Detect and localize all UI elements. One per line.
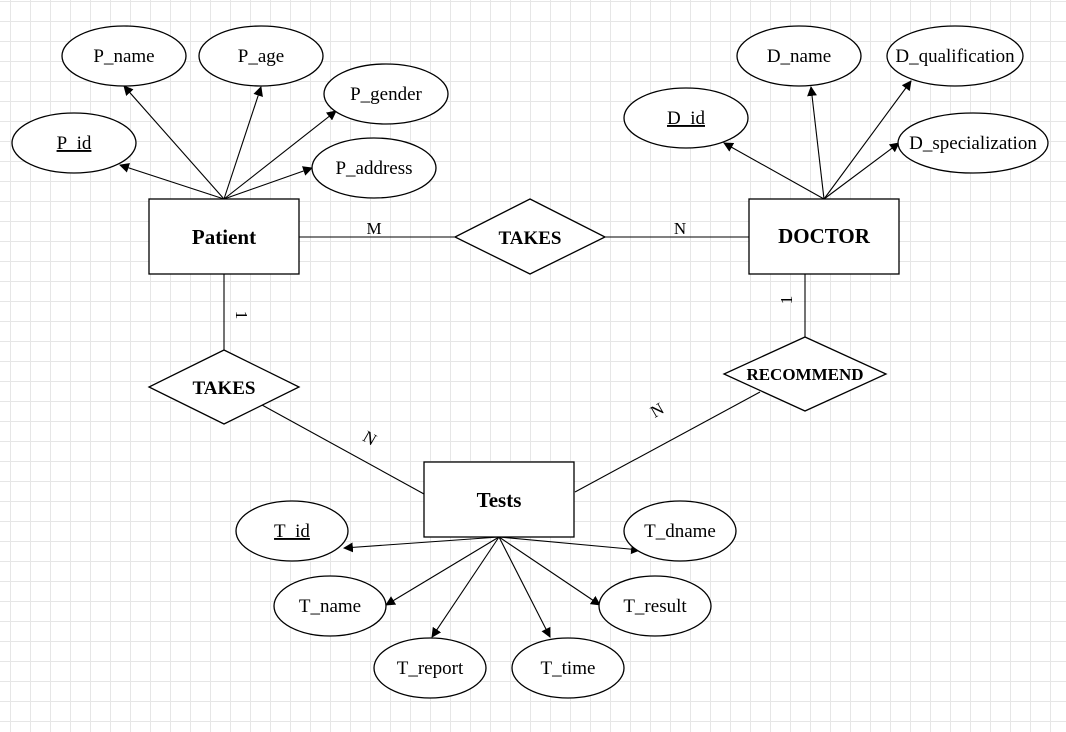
entity-doctor-label: DOCTOR [778, 224, 871, 248]
attribute-t-dname[interactable]: T_dname [623, 500, 737, 562]
attribute-t-report[interactable]: T_report [373, 637, 487, 699]
relationship-takes-patient-doctor[interactable]: TAKES [453, 198, 607, 275]
arrow-doctor-dqualification [823, 80, 912, 200]
attribute-d-id-label: D_id [667, 108, 706, 129]
relationship-takes-patient-tests[interactable]: TAKES [147, 349, 301, 425]
arrow-patient-pgender [223, 110, 337, 200]
attribute-d-qualification[interactable]: D_qualification [886, 25, 1024, 87]
attribute-d-qualification-label: D_qualification [895, 46, 1015, 67]
entity-tests-label: Tests [477, 488, 522, 512]
arrow-doctor-did [723, 142, 825, 200]
relationship-takes-label: TAKES [498, 228, 561, 249]
attribute-t-result-label: T_result [623, 596, 687, 617]
arrow-tests-tid [343, 536, 500, 553]
attribute-p-gender-label: P_gender [350, 84, 422, 105]
attribute-t-name[interactable]: T_name [273, 575, 387, 637]
attribute-p-address[interactable]: P_address [311, 137, 437, 199]
attribute-t-name-label: T_name [299, 596, 361, 617]
attribute-t-report-label: T_report [397, 658, 464, 679]
entity-patient-label: Patient [192, 225, 256, 249]
cardinality-n-tests-patient: N [360, 427, 380, 450]
edge-takes2-tests [261, 404, 425, 495]
arrow-tests-tdname [498, 536, 641, 555]
arrow-patient-page [223, 86, 263, 200]
attribute-t-dname-label: T_dname [644, 521, 716, 542]
arrow-tests-ttime [498, 536, 551, 638]
cardinality-1-doctor: 1 [777, 296, 796, 305]
attribute-t-id[interactable]: T_id [235, 500, 349, 562]
attribute-t-time[interactable]: T_time [511, 637, 625, 699]
attribute-p-name[interactable]: P_name [61, 25, 187, 87]
arrow-tests-tname [385, 536, 500, 606]
edge-recommend-tests [574, 391, 761, 493]
attribute-t-result[interactable]: T_result [598, 575, 712, 637]
attribute-d-name[interactable]: D_name [736, 25, 862, 87]
attribute-d-id[interactable]: D_id [623, 87, 749, 149]
entity-doctor[interactable]: DOCTOR [748, 198, 900, 275]
attribute-d-specialization-label: D_specialization [909, 133, 1037, 154]
attribute-p-age-label: P_age [238, 46, 284, 67]
arrow-doctor-dname [807, 86, 825, 200]
attribute-t-id-label: T_id [274, 521, 310, 542]
entity-tests[interactable]: Tests [423, 461, 575, 538]
attribute-p-name-label: P_name [93, 46, 154, 67]
attribute-d-name-label: D_name [767, 46, 831, 67]
cardinality-n-doctor: N [674, 219, 686, 238]
arrow-patient-paddress [223, 166, 313, 200]
relationship-recommend-label: RECOMMEND [746, 365, 863, 384]
cardinality-n-tests-doctor: N [647, 399, 667, 422]
relationship-recommend-doctor-tests[interactable]: RECOMMEND [722, 336, 888, 412]
entity-patient[interactable]: Patient [148, 198, 300, 275]
arrow-patient-pid [119, 163, 225, 200]
attribute-p-id-label: P_id [57, 133, 92, 154]
attribute-p-age[interactable]: P_age [198, 25, 324, 87]
arrow-tests-treport [431, 536, 500, 638]
attribute-p-id[interactable]: P_id [11, 112, 137, 174]
relationship-takes2-label: TAKES [192, 378, 255, 399]
attribute-d-specialization[interactable]: D_specialization [897, 112, 1049, 174]
attribute-p-address-label: P_address [335, 158, 412, 179]
arrow-doctor-dspecialization [823, 142, 900, 200]
arrow-patient-pname [123, 85, 225, 200]
arrow-tests-tresult [498, 536, 601, 606]
attribute-p-gender[interactable]: P_gender [323, 63, 449, 125]
attribute-t-time-label: T_time [541, 658, 596, 679]
cardinality-m: M [366, 219, 381, 238]
cardinality-1-patient: 1 [232, 311, 251, 320]
